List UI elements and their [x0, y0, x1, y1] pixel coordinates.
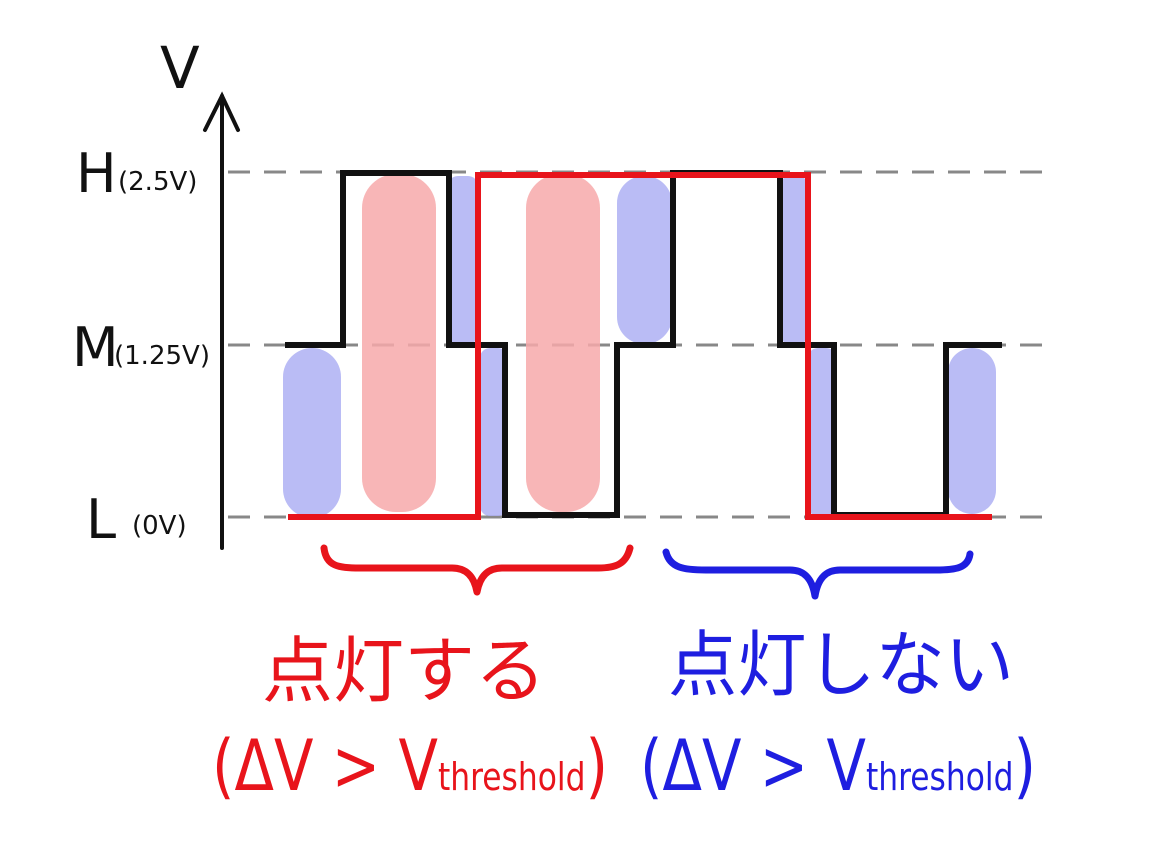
level-label-mid: M [72, 316, 119, 379]
lit-condition-prefix: (ΔV > V [212, 725, 438, 807]
unlit-condition-prefix: (ΔV > V [640, 725, 866, 807]
unlit-condition-sub: threshold [866, 755, 1014, 799]
blue-band [617, 176, 672, 344]
level-voltage-high: (2.5V) [118, 167, 197, 197]
blue-band [448, 176, 478, 344]
unlit-label: 点灯しない [668, 623, 1014, 707]
unlit-condition: (ΔV > Vthreshold) [640, 725, 1036, 807]
unlit-caption: 点灯しない (ΔV > Vthreshold) [640, 623, 1036, 807]
blue-band [808, 348, 836, 516]
level-voltage-mid: (1.25V) [114, 341, 210, 371]
unlit-condition-suffix: ) [1013, 725, 1036, 807]
level-voltage-low: (0V) [132, 511, 187, 541]
blue-band [283, 348, 341, 518]
blue-band [948, 348, 996, 514]
unlit-group-brace [662, 548, 974, 600]
blue-band [780, 176, 808, 344]
y-axis [203, 91, 240, 550]
y-axis-arrowhead [203, 91, 240, 132]
red-band [362, 174, 436, 512]
level-labels: H (2.5V) M (1.25V) L (0V) [72, 142, 210, 551]
red-waveform [288, 172, 992, 520]
level-label-low: L [86, 488, 116, 551]
lit-condition-suffix: ) [585, 725, 608, 807]
red-band [526, 174, 600, 512]
lit-condition-sub: threshold [438, 755, 586, 799]
y-axis-label: V [160, 34, 200, 102]
lit-group-brace [320, 544, 634, 596]
blue-band [480, 348, 508, 516]
difference-bands [283, 174, 996, 518]
level-label-high: H [76, 142, 117, 205]
lit-condition: (ΔV > Vthreshold) [212, 725, 608, 807]
lit-caption: 点灯する (ΔV > Vthreshold) [212, 629, 608, 807]
lit-label: 点灯する [262, 629, 546, 713]
